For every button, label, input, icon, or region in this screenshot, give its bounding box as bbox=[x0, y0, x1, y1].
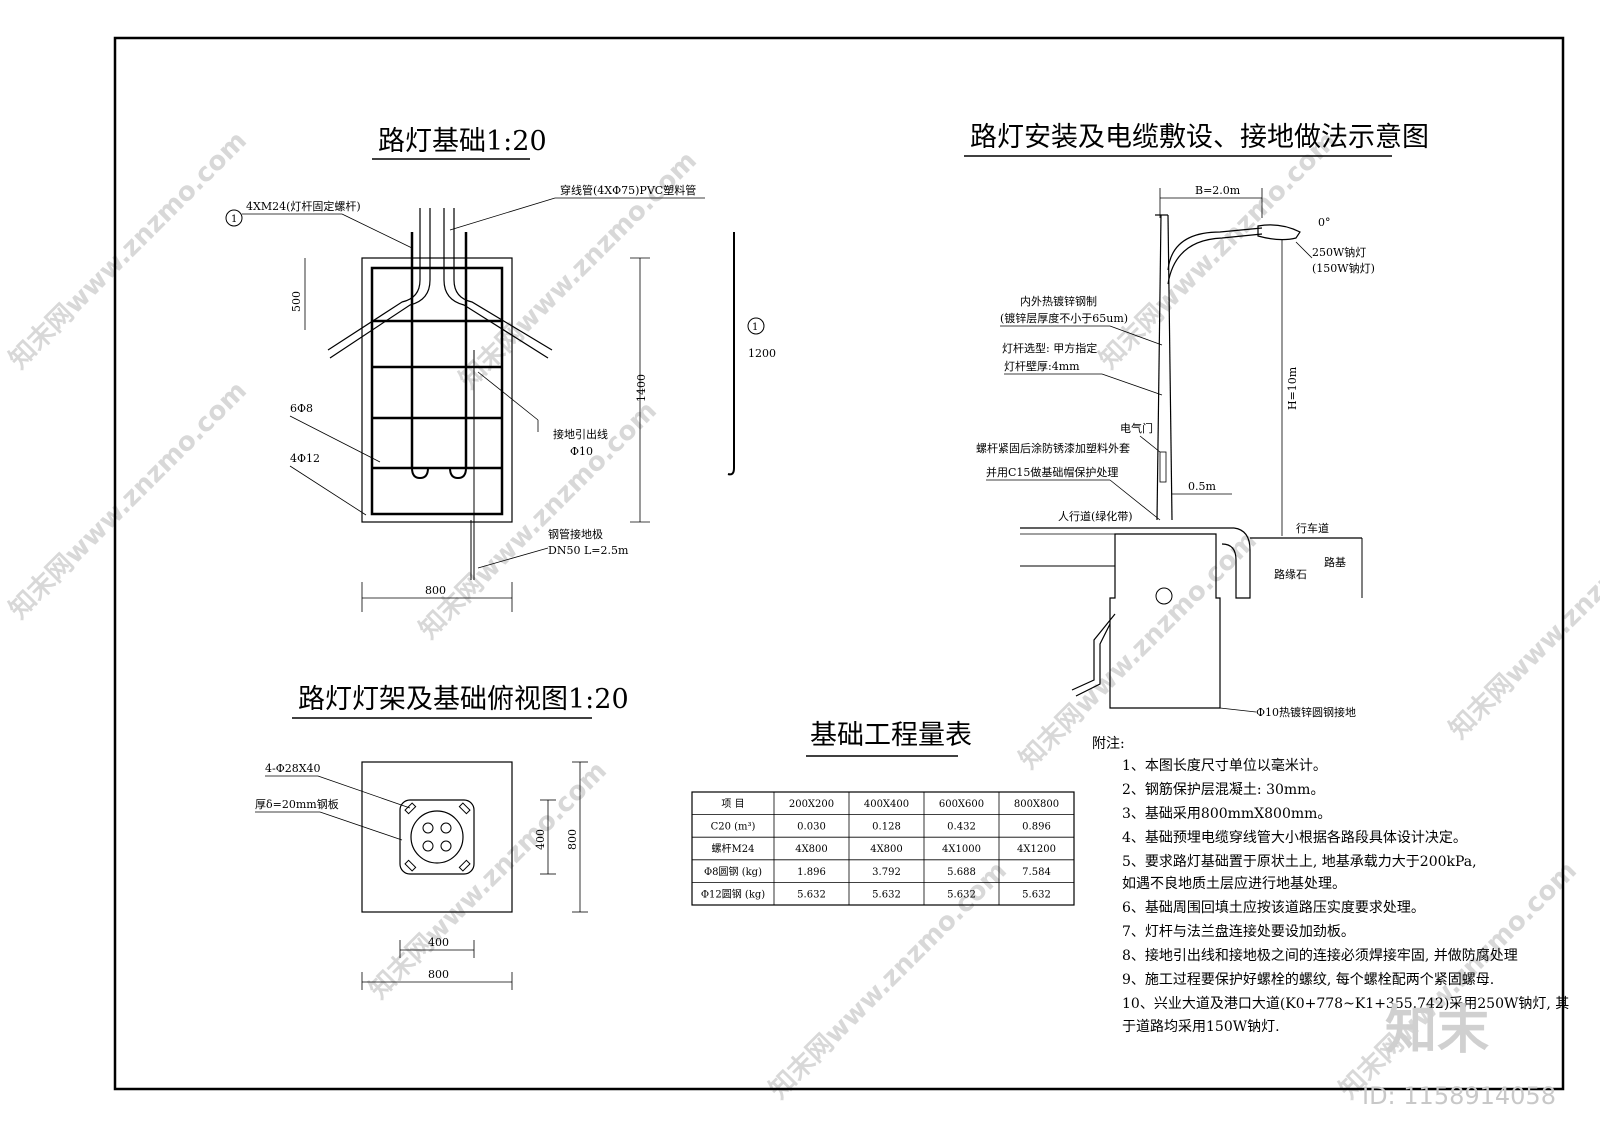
elec-door: 电气门 bbox=[1120, 421, 1153, 435]
plan-dim-800-v: 800 bbox=[566, 829, 579, 850]
table-cell: 5.632 bbox=[797, 889, 826, 900]
table-cell: 5.688 bbox=[947, 867, 976, 878]
table-cell: 4X1200 bbox=[1017, 844, 1056, 855]
table-cell: Φ8圆钢 (kg) bbox=[704, 865, 762, 878]
quantity-table: 基础工程量表 项 目 200X200 400X400 600X600 800X800C2… bbox=[691, 720, 1075, 906]
galv-1: 内外热镀锌钢制 bbox=[1020, 294, 1097, 308]
dim-1200: 1200 bbox=[748, 347, 776, 360]
id-watermark: ID: 1158914058 bbox=[1362, 1082, 1556, 1110]
plate-label: 厚δ=20mm钢板 bbox=[255, 797, 339, 811]
bolt-label: 4XM24(灯杆固定螺杆) bbox=[246, 199, 361, 213]
arm-dim: B=2.0m bbox=[1195, 184, 1241, 197]
table-header-cell: 400X400 bbox=[864, 799, 909, 810]
rebar-b-label: 4Φ12 bbox=[290, 452, 320, 465]
note-item: 4、基础预埋电缆穿线管大小根据各路段具体设计决定。 bbox=[1122, 829, 1467, 846]
note-item: 9、施工过程要保护好螺栓的螺纹, 每个螺栓配两个紧固螺母. bbox=[1122, 972, 1494, 988]
table-header-cell: 项 目 bbox=[721, 798, 744, 810]
lamp-angle: 0° bbox=[1318, 216, 1331, 229]
note-item: 于道路均采用150W钠灯. bbox=[1122, 1019, 1280, 1035]
watermark: 知末网www.znzmo.com bbox=[4, 126, 253, 375]
table-cell: 5.632 bbox=[872, 889, 901, 900]
electrode-label: 钢管接地极 bbox=[548, 527, 603, 541]
table-cell: 螺杆M24 bbox=[712, 843, 755, 855]
watermark: 知末网www.znzmo.com bbox=[1444, 496, 1600, 745]
brand-watermark: 知末 bbox=[1385, 1001, 1489, 1061]
plan-section: 路灯灯架及基础俯视图1:20 4-Φ28X40 厚δ=20mm钢板 400 80… bbox=[255, 684, 629, 990]
table-cell: Φ12圆钢 (kg) bbox=[701, 887, 765, 900]
watermark: 知末网www.znzmo.com bbox=[1094, 126, 1343, 375]
note-item: 3、基础采用800mmX800mm。 bbox=[1122, 805, 1331, 822]
install-title: 路灯安装及电缆敷设、接地做法示意图 bbox=[970, 122, 1429, 153]
table-title: 基础工程量表 bbox=[810, 720, 972, 751]
notes-list: 1、本图长度尺寸单位以毫米计。 2、钢筋保护层混凝土: 30mm。 3、基础采用80… bbox=[1122, 757, 1569, 1035]
table-cell: 0.128 bbox=[872, 822, 901, 833]
table-cell: 4X800 bbox=[870, 844, 903, 855]
rebar-a-label: 6Φ8 bbox=[290, 402, 313, 415]
table-cell: 5.632 bbox=[1022, 889, 1051, 900]
note-item: 5、要求路灯基础置于原状土上, 地基承载力大于200kPa, bbox=[1122, 853, 1477, 870]
note-item: 7、灯杆与法兰盘连接处要设加劲板。 bbox=[1122, 923, 1355, 940]
curb-label: 路缘石 bbox=[1274, 568, 1307, 581]
table-cell: 0.030 bbox=[797, 822, 826, 833]
ground-wire-label: 接地引出线 bbox=[553, 427, 608, 441]
callout-1: 1 bbox=[231, 214, 237, 225]
table-header-cell: 800X800 bbox=[1014, 799, 1059, 810]
install-section: 路灯安装及电缆敷设、接地做法示意图 B=2.0m 0° 250W钠灯 (150W… bbox=[964, 122, 1429, 719]
galv-2: (镀锌层厚度不小于65um) bbox=[1000, 311, 1128, 325]
plan-title: 路灯灯架及基础俯视图1:20 bbox=[298, 684, 629, 715]
foundation-section: 路灯基础1:20 1 4XM24(灯杆固定螺杆) 穿线管(4XΦ75)PVC塑料… bbox=[225, 126, 776, 612]
hole-label: 4-Φ28X40 bbox=[265, 762, 321, 775]
dim-500: 500 bbox=[290, 291, 303, 312]
table-cell: 4X800 bbox=[795, 844, 828, 855]
table-cell: 0.896 bbox=[1022, 822, 1051, 833]
pole-wall: 灯杆壁厚:4mm bbox=[1004, 359, 1080, 373]
note-item: 如遇不良地质土层应进行地基处理。 bbox=[1122, 875, 1346, 892]
watermark: 知末网www.znzmo.com bbox=[364, 756, 613, 1005]
note-item: 6、基础周围回填土应按该道路压实度要求处理。 bbox=[1122, 899, 1425, 916]
notes-heading: 附注: bbox=[1092, 736, 1125, 752]
table-cell: 3.792 bbox=[872, 867, 901, 878]
lamp-2: (150W钠灯) bbox=[1312, 261, 1375, 275]
table-cell: 1.896 bbox=[797, 867, 826, 878]
roadway-label: 行车道 bbox=[1296, 521, 1329, 535]
bolt-note-1: 螺杆紧固后涂防锈漆加塑料外套 bbox=[976, 441, 1130, 455]
table-cell: 7.584 bbox=[1022, 867, 1051, 878]
ground-rod-label: Φ10热镀锌圆钢接地 bbox=[1256, 705, 1356, 719]
pole-type: 灯杆选型: 甲方指定 bbox=[1002, 341, 1097, 355]
conduit-label: 穿线管(4XΦ75)PVC塑料管 bbox=[560, 183, 696, 197]
subgrade-label: 路基 bbox=[1324, 556, 1346, 569]
plan-dim-400-v: 400 bbox=[534, 829, 547, 850]
plan-dim-400-h: 400 bbox=[428, 936, 449, 949]
watermark: 知末网www.znzmo.com bbox=[4, 376, 253, 625]
electrode-size: DN50 L=2.5m bbox=[548, 544, 629, 557]
note-item: 8、接地引出线和接地极之间的连接必须焊接牢固, 并做防腐处理 bbox=[1122, 947, 1518, 964]
plan-dim-800-h: 800 bbox=[428, 968, 449, 981]
sheet-frame bbox=[113, 36, 1565, 1091]
table-header-cell: 200X200 bbox=[789, 799, 834, 810]
table-cell: C20 (m³) bbox=[711, 822, 756, 833]
watermark: 知末网www.znzmo.com bbox=[1014, 526, 1263, 775]
note-item: 10、兴业大道及港口大道(K0+778~K1+355.742)采用250W钠灯,… bbox=[1122, 996, 1569, 1012]
lamp-1: 250W钠灯 bbox=[1312, 245, 1366, 259]
table-cell: 4X1000 bbox=[942, 844, 981, 855]
dim-1400: 1400 bbox=[635, 374, 648, 402]
ground-wire-size: Φ10 bbox=[570, 445, 593, 458]
note-item: 2、钢筋保护层混凝土: 30mm。 bbox=[1122, 781, 1324, 798]
note-item: 1、本图长度尺寸单位以毫米计。 bbox=[1122, 757, 1327, 774]
table-cell: 0.432 bbox=[947, 822, 976, 833]
watermark: 知末网www.znzmo.com bbox=[414, 396, 663, 645]
notes-section: 附注: 1、本图长度尺寸单位以毫米计。 2、钢筋保护层混凝土: 30mm。 3、基础… bbox=[1092, 736, 1569, 1035]
offset-dim: 0.5m bbox=[1188, 480, 1216, 493]
foundation-title: 路灯基础1:20 bbox=[378, 126, 547, 157]
table-header-cell: 600X600 bbox=[939, 799, 984, 810]
sidewalk-label: 人行道(绿化带) bbox=[1058, 509, 1133, 523]
bolt-note-2: 并用C15做基础帽保护处理 bbox=[986, 465, 1118, 479]
dim-800: 800 bbox=[425, 584, 446, 597]
callout-1b: 1 bbox=[752, 322, 758, 333]
height-dim: H=10m bbox=[1286, 366, 1299, 410]
table-cell: 5.632 bbox=[947, 889, 976, 900]
